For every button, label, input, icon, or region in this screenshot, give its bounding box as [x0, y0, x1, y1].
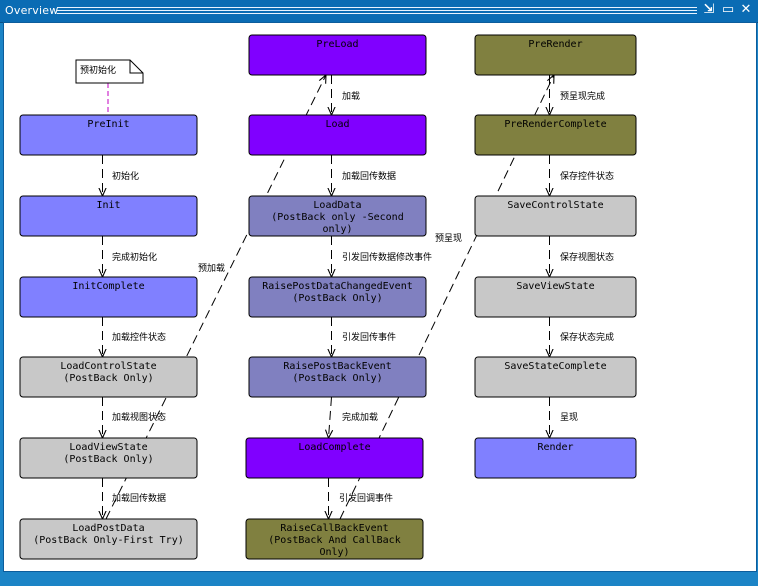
- window-title: Overview: [5, 4, 59, 17]
- pin-icon[interactable]: ⇲: [703, 2, 715, 17]
- node-savestatecomplete[interactable]: SaveStateComplete: [474, 356, 637, 398]
- node-raisepostback[interactable]: RaisePostBackEvent(PostBack Only): [248, 356, 427, 398]
- node-load[interactable]: Load: [248, 114, 427, 156]
- node-label: SaveControlState: [507, 200, 603, 211]
- node-initcomplete[interactable]: InitComplete: [19, 276, 198, 318]
- node-label: Render: [537, 442, 573, 453]
- title-bar[interactable]: Overview ⇲ ▭ ✕: [0, 0, 758, 23]
- diagram-canvas: 初始化完成初始化加载控件状态加载视图状态加载回传数据预加载加载加载回传数据引发回…: [3, 22, 757, 572]
- edge-label: 引发回调事件: [339, 492, 393, 504]
- dock-icon[interactable]: ▭: [721, 2, 735, 17]
- node-label: (PostBack Only): [63, 373, 153, 384]
- edge-label: 呈现: [560, 412, 578, 423]
- status-bar: [0, 572, 758, 586]
- note-label: 预初始化: [80, 64, 116, 76]
- close-icon[interactable]: ✕: [740, 2, 752, 17]
- node-loadviewstate[interactable]: LoadViewState(PostBack Only): [19, 437, 198, 479]
- node-label: (PostBack And CallBack: [268, 535, 400, 546]
- node-label: SaveViewState: [516, 281, 594, 292]
- node-label: PreRender: [528, 39, 582, 50]
- edge-raisepostback>loadcomplete: [329, 396, 332, 438]
- edge-label: 保存视图状态: [560, 251, 614, 263]
- node-label: (PostBack Only): [63, 454, 153, 465]
- node-label: RaisePostBackEvent: [283, 361, 391, 372]
- node-label: PreLoad: [316, 39, 358, 50]
- node-label: (PostBack only -Second: [271, 212, 403, 223]
- node-init[interactable]: Init: [19, 195, 198, 237]
- node-prerender[interactable]: PreRender: [474, 34, 637, 76]
- node-raisecallback[interactable]: RaiseCallBackEvent(PostBack And CallBack…: [245, 518, 424, 560]
- node-label: Only): [319, 547, 349, 558]
- node-label: LoadData: [313, 200, 361, 211]
- node-label: SaveStateComplete: [504, 361, 606, 372]
- node-preinit[interactable]: PreInit: [19, 114, 198, 156]
- edge-label: 加载视图状态: [112, 411, 166, 423]
- edge-label: 预加载: [198, 262, 225, 274]
- title-bar-grip: [57, 7, 697, 14]
- node-label: PreInit: [87, 119, 129, 130]
- node-preload[interactable]: PreLoad: [248, 34, 427, 76]
- node-label: LoadControlState: [60, 361, 156, 372]
- note-preinit[interactable]: 预初始化: [75, 59, 144, 115]
- edge-label: 引发回传数据修改事件: [342, 251, 432, 263]
- edge-label: 加载: [342, 90, 360, 102]
- node-label: RaisePostDataChangedEvent: [262, 281, 413, 292]
- node-label: PreRenderComplete: [504, 119, 606, 130]
- lifecycle-diagram: 初始化完成初始化加载控件状态加载视图状态加载回传数据预加载加载加载回传数据引发回…: [19, 34, 637, 560]
- edge-label: 加载回传数据: [112, 492, 166, 504]
- node-savecontrolstate[interactable]: SaveControlState: [474, 195, 637, 237]
- edge-label: 完成加载: [342, 411, 378, 423]
- node-label: InitComplete: [72, 281, 144, 292]
- node-loadcontrolstate[interactable]: LoadControlState(PostBack Only): [19, 356, 198, 398]
- node-render[interactable]: Render: [474, 437, 637, 479]
- edge-label: 预呈现完成: [560, 90, 605, 102]
- edge-label: 预呈现: [435, 233, 462, 244]
- edge-label: 保存控件状态: [560, 170, 614, 182]
- node-prerendercomplete[interactable]: PreRenderComplete: [474, 114, 637, 156]
- edge-label: 初始化: [112, 170, 139, 182]
- node-label: LoadViewState: [69, 442, 147, 453]
- node-label: RaiseCallBackEvent: [280, 523, 388, 534]
- node-loadcomplete[interactable]: LoadComplete: [245, 437, 424, 479]
- edge-label: 保存状态完成: [560, 331, 614, 343]
- node-label: (PostBack Only): [292, 293, 382, 304]
- node-saveviewstate[interactable]: SaveViewState: [474, 276, 637, 318]
- node-label: LoadPostData: [72, 523, 144, 534]
- edge-label: 引发回传事件: [342, 331, 396, 343]
- node-label: (PostBack Only): [292, 373, 382, 384]
- node-label: (PostBack Only-First Try): [33, 535, 184, 546]
- node-raisepostdata[interactable]: RaisePostDataChangedEvent(PostBack Only): [248, 276, 427, 318]
- edge-label: 加载控件状态: [112, 331, 166, 343]
- node-label: Init: [96, 200, 120, 211]
- node-label: LoadComplete: [298, 442, 370, 453]
- node-label: only): [322, 224, 352, 235]
- node-label: Load: [325, 119, 349, 130]
- edge-label: 完成初始化: [112, 251, 157, 263]
- edge-label: 加载回传数据: [342, 170, 396, 182]
- node-loadpostdata[interactable]: LoadPostData(PostBack Only-First Try): [19, 518, 198, 560]
